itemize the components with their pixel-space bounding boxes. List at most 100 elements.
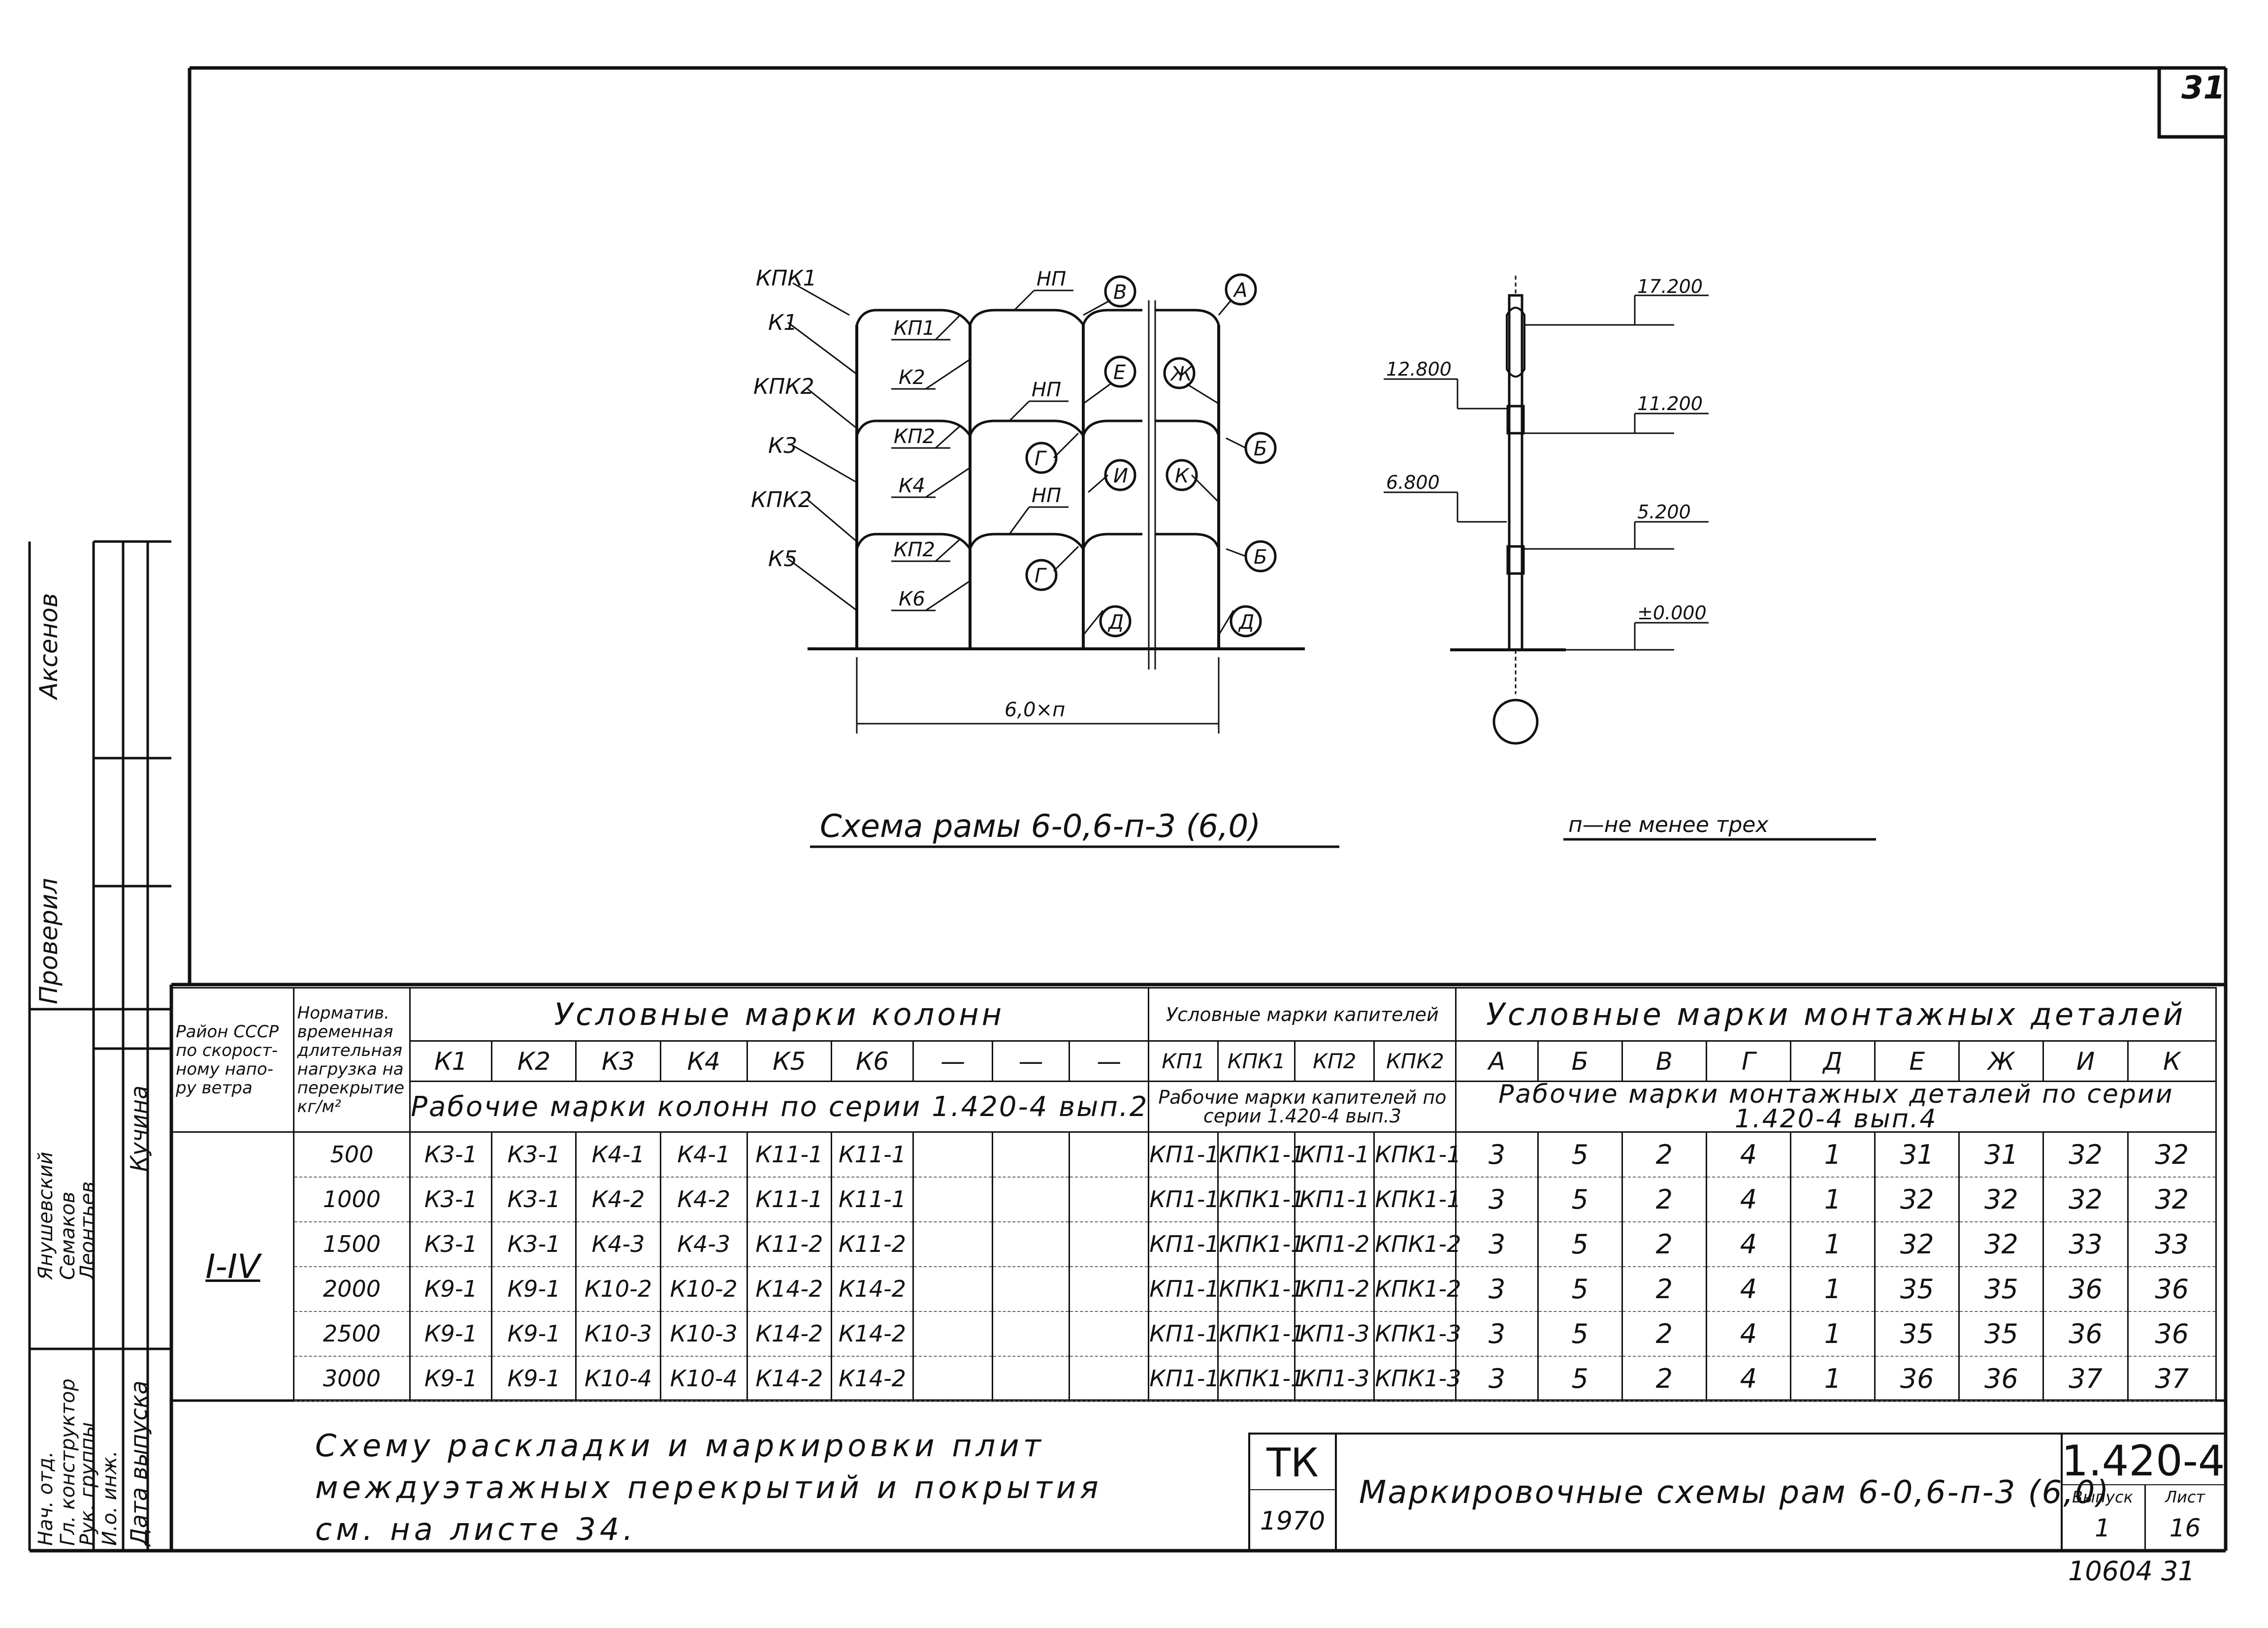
detail-mark-cell: 1 (1789, 1356, 1876, 1402)
label-kp1: КП1 (894, 317, 935, 340)
label-kp2-mid: КП2 (894, 425, 935, 448)
header-capital-work: Рабочие марки капителей по серии 1.420-4… (1148, 1081, 1457, 1133)
col-code: К6 (830, 1040, 914, 1082)
stamp-date: Дата выпуска (126, 1380, 152, 1546)
column-mark-cell: К4-3 (575, 1221, 661, 1267)
label-kpk2-bottom: КПК2 (751, 487, 812, 512)
header-region: Район СССР по скорост- ному напо- ру вет… (171, 987, 294, 1133)
capital-mark-cell: КПК1-1 (1217, 1266, 1305, 1312)
col-code: — (912, 1040, 994, 1082)
sheet-number: 31 (2181, 70, 2225, 106)
column-mark-cell: К9-1 (409, 1311, 493, 1357)
empty-cell (912, 1132, 994, 1178)
header-detail-work: Рабочие марки монтажных деталей по серии… (1455, 1081, 2217, 1133)
tk-label: ТК (1266, 1440, 1319, 1486)
detail-mark-cell: 37 (2042, 1356, 2129, 1402)
caption-frame: Схема рамы 6-0,6-п-3 (6,0) (820, 808, 1261, 845)
archive-number: 10604 31 (2068, 1556, 2195, 1587)
note-line-3: см. на листе 34. (315, 1511, 637, 1547)
detail-mark-cell: 1 (1789, 1132, 1876, 1178)
node-zh: Ж (1169, 363, 1193, 385)
label-k2: К2 (899, 366, 925, 389)
sheet-label: Лист (2165, 1488, 2205, 1506)
empty-cell (1069, 1266, 1150, 1312)
column-mark-cell: К3-1 (491, 1132, 577, 1178)
empty-cell (1069, 1221, 1150, 1267)
header-detail-marks: Условные марки монтажных деталей (1455, 987, 2217, 1042)
code-row: К1 К2 К3 К4 К5 К6 — — — КП1 КПК1 КП2 КПК… (172, 1040, 2217, 1082)
year-label: 1970 (1260, 1506, 1326, 1536)
empty-cell (912, 1177, 994, 1222)
elev-0000: ±0.000 (1637, 602, 1707, 624)
detail-mark-cell: 5 (1537, 1132, 1623, 1178)
col-code: К4 (659, 1040, 748, 1082)
column-mark-cell: К9-1 (409, 1266, 493, 1312)
node-b-1: Б (1254, 438, 1267, 460)
node-e: Е (1113, 361, 1126, 384)
label-k3: К3 (768, 433, 797, 458)
detail-mark-cell: 33 (2127, 1221, 2217, 1267)
capital-mark-cell: КП1-3 (1294, 1311, 1375, 1357)
detail-mark-cell: 35 (1958, 1311, 2044, 1357)
empty-cell (912, 1266, 994, 1312)
column-mark-cell: К10-3 (575, 1311, 661, 1357)
det-code: В (1621, 1040, 1707, 1082)
column-mark-cell: К4-2 (659, 1177, 748, 1222)
series-cell (2061, 1433, 2226, 1551)
header-column-marks: Условные марки колонн (409, 987, 1150, 1042)
detail-mark-cell: 4 (1705, 1356, 1792, 1402)
cap-code: КПК1 (1217, 1040, 1296, 1082)
empty-cell (992, 1177, 1070, 1222)
load-cell: 2000 (292, 1266, 411, 1312)
detail-mark-cell: 5 (1537, 1221, 1623, 1267)
capital-mark-cell: КП1-1 (1148, 1311, 1220, 1357)
capital-mark-cell: КПК1-1 (1217, 1221, 1305, 1267)
tk-divider (1248, 1489, 1337, 1491)
detail-mark-cell: 5 (1537, 1266, 1623, 1312)
column-mark-cell: К10-4 (659, 1356, 748, 1402)
column-mark-cell: К9-1 (491, 1311, 577, 1357)
column-mark-cell: К3-1 (409, 1177, 493, 1222)
elev-17200: 17.200 (1637, 276, 1703, 297)
column-mark-cell: К11-2 (746, 1221, 832, 1267)
stamp-name-1: Янушевский (34, 1151, 57, 1280)
stamp-name-3: Леонтьев (76, 1181, 99, 1280)
note-line-1: Схему раскладки и маркировки плит (315, 1428, 1045, 1464)
capital-mark-cell: КП1-1 (1294, 1132, 1375, 1178)
load-cell: 2500 (292, 1311, 411, 1357)
det-code: Д (1789, 1040, 1876, 1082)
stamp-name-4: Кучина (126, 1085, 152, 1172)
column-mark-cell: К14-2 (830, 1311, 914, 1357)
empty-cell (1069, 1177, 1150, 1222)
capital-mark-cell: КП1-1 (1148, 1356, 1220, 1402)
frame-scheme (787, 273, 1876, 848)
label-k5: К5 (768, 546, 797, 572)
detail-mark-cell: 37 (2127, 1356, 2217, 1402)
label-kpk2-top: КПК2 (753, 374, 814, 399)
stamp-checked: Проверил (34, 878, 63, 1004)
detail-mark-cell: 35 (1874, 1311, 1960, 1357)
detail-mark-cell: 36 (2042, 1311, 2129, 1357)
elev-11200: 11.200 (1637, 393, 1703, 415)
column-mark-cell: К10-3 (659, 1311, 748, 1357)
detail-mark-cell: 35 (1958, 1266, 2044, 1312)
capital-mark-cell: КПК1-1 (1373, 1177, 1461, 1222)
elev-6800: 6.800 (1386, 472, 1440, 493)
capital-mark-cell: КПК1-1 (1217, 1132, 1305, 1178)
empty-cell (992, 1266, 1070, 1312)
capital-mark-cell: КП1-3 (1294, 1356, 1375, 1402)
column-mark-cell: К9-1 (491, 1356, 577, 1402)
detail-mark-cell: 4 (1705, 1177, 1792, 1222)
empty-cell (1069, 1356, 1150, 1402)
header-capital-marks: Условные марки капителей (1148, 987, 1457, 1042)
empty-cell (912, 1356, 994, 1402)
column-mark-cell: К14-2 (830, 1356, 914, 1402)
elev-5200: 5.200 (1637, 501, 1691, 523)
span-dimension: 6,0×п (1004, 699, 1065, 721)
detail-mark-cell: 2 (1621, 1221, 1707, 1267)
detail-mark-cell: 5 (1537, 1311, 1623, 1357)
capital-mark-cell: КП1-2 (1294, 1221, 1375, 1267)
label-k6: К6 (899, 588, 925, 610)
